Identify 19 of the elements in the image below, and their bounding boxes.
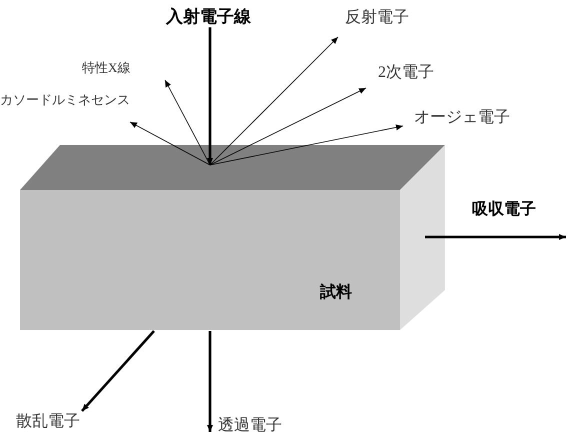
arrow <box>210 88 366 166</box>
arrow <box>164 80 210 166</box>
beam-label: 入射電子線 <box>166 6 251 28</box>
sample-label: 試料 <box>320 282 352 303</box>
particle-label: 透過電子 <box>218 416 282 435</box>
arrow <box>207 331 213 432</box>
arrow <box>425 234 566 240</box>
particle-label: オージェ電子 <box>414 108 510 128</box>
arrow <box>210 124 404 166</box>
particle-label: 特性X線 <box>82 60 130 76</box>
particle-label: カソードルミネセンス <box>0 92 130 108</box>
arrow <box>207 27 213 165</box>
particle-label: 反射電子 <box>345 8 409 28</box>
particle-label: 2次電子 <box>378 63 434 83</box>
particle-label: 散乱電子 <box>16 412 80 432</box>
arrow <box>130 122 210 166</box>
particle-label: 吸収電子 <box>472 200 536 220</box>
arrow <box>81 330 155 412</box>
arrow <box>210 36 338 166</box>
